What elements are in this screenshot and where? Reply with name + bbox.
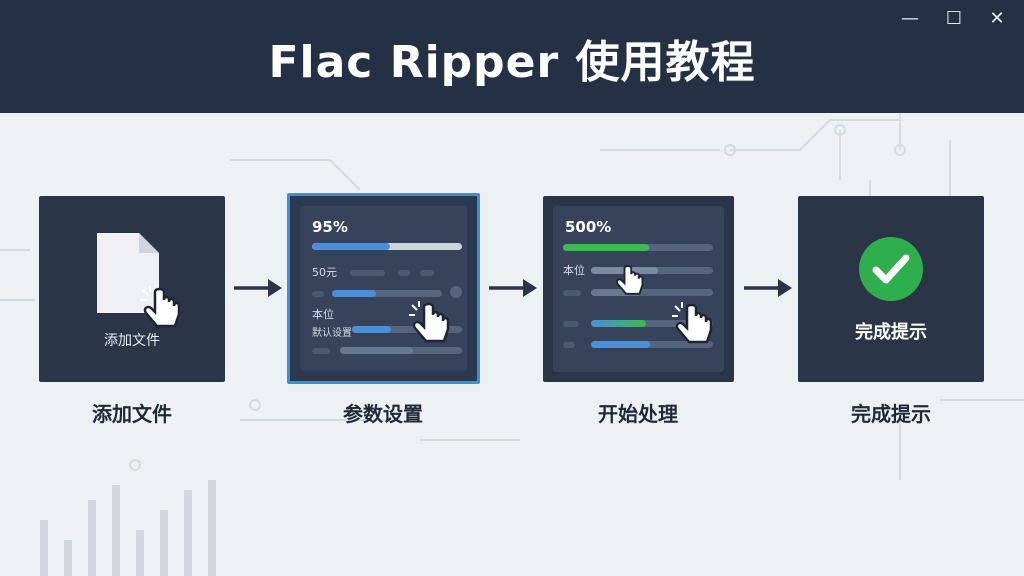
settings-slider-1[interactable] [332, 290, 442, 297]
maximize-button[interactable]: ☐ [945, 7, 963, 29]
processing-slider-2[interactable] [591, 289, 713, 296]
processing-progress-fill [563, 244, 649, 251]
settings-progress-fill [312, 243, 390, 250]
processing-row-1-label: 本位 [563, 264, 585, 277]
complete-panel-label: 完成提示 [855, 322, 927, 343]
pointer-hand-icon [140, 286, 181, 328]
file-icon [97, 233, 159, 313]
step-panel-processing[interactable]: 500% 本位 [543, 196, 734, 382]
settings-slider-2-fill [352, 326, 391, 333]
page-title: Flac Ripper 使用教程 [268, 37, 756, 88]
step-panel-add-file[interactable]: 添加文件 [39, 196, 225, 382]
settings-row-1-value-3 [420, 270, 434, 276]
processing-slider-3-fill [591, 320, 646, 327]
step-panel-settings[interactable]: 95% 50元 本位 默认设置 [287, 193, 480, 384]
settings-slider-3-fill [340, 347, 414, 354]
settings-row-1-value [350, 270, 385, 276]
settings-row-1-value-2 [398, 270, 410, 276]
settings-row-4-label: 默认设置 [312, 328, 352, 339]
settings-progress-text: 95% [312, 218, 348, 236]
minimize-button[interactable]: — [901, 7, 919, 29]
settings-row-5-label [312, 348, 330, 354]
step-label-add-file: 添加文件 [92, 402, 172, 426]
add-file-panel-label: 添加文件 [104, 333, 160, 349]
settings-toggle[interactable] [450, 286, 462, 298]
processing-row-2-label [563, 290, 581, 296]
settings-slider-3[interactable] [340, 347, 462, 354]
settings-row-1-label: 50元 [312, 266, 337, 279]
arrow-right-icon [234, 279, 282, 297]
processing-progress-text: 500% [565, 218, 612, 236]
arrow-right-icon [744, 279, 792, 297]
arrow-right-icon [489, 279, 537, 297]
pointer-hand-icon [672, 302, 713, 344]
pointer-hand-icon [616, 265, 644, 295]
settings-slider-2[interactable] [352, 326, 462, 333]
processing-slider-1[interactable] [591, 267, 713, 274]
step-label-settings: 参数设置 [343, 402, 423, 426]
settings-progress-bar [312, 243, 462, 250]
step-panel-complete[interactable]: 完成提示 [798, 196, 984, 382]
settings-row-3-label: 本位 [312, 308, 334, 321]
step-label-complete: 完成提示 [851, 402, 931, 426]
pointer-hand-icon [409, 301, 450, 343]
processing-row-3-label [563, 321, 579, 327]
processing-progress-bar [563, 244, 713, 251]
close-button[interactable]: ✕ [989, 7, 1005, 29]
processing-slider-2-fill [591, 289, 640, 296]
processing-slider-4[interactable] [591, 341, 713, 348]
settings-row-2-label [312, 291, 324, 297]
settings-slider-1-fill [332, 290, 376, 297]
processing-slider-4-fill [591, 341, 650, 348]
header-bar [0, 0, 1024, 113]
processing-slider-3[interactable] [591, 320, 713, 327]
step-label-processing: 开始处理 [598, 402, 678, 426]
processing-row-4-label [563, 342, 575, 348]
check-circle-icon [859, 237, 923, 301]
settings-inner-panel: 95% 50元 本位 默认设置 [300, 206, 467, 371]
